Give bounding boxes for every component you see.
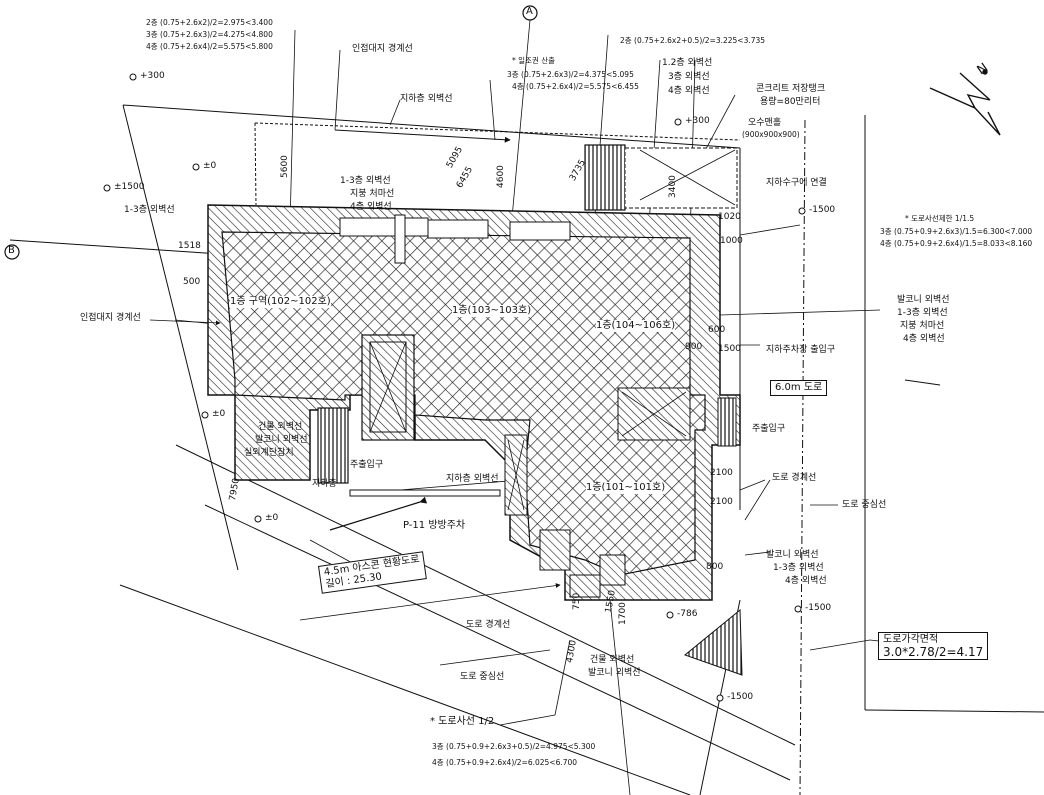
dimension-label: 750	[572, 592, 582, 610]
setback-calc-line: 2층 (0.75+2.6x2)/2=2.975<3.400	[146, 18, 273, 27]
level-label: ±0	[203, 161, 217, 171]
setback-calc-line: 4층 (0.75+2.6x4)/2=5.575<5.800	[146, 42, 273, 51]
basement-pit-label: 지하층	[312, 479, 337, 489]
dimension-label: 1500	[718, 344, 741, 354]
road-setback-title: * 도로사선제한 1/1.5	[905, 214, 975, 223]
wall-label: 지붕 처마선	[900, 321, 945, 331]
adjacent-boundary-label: 인접대지 경계선	[352, 44, 413, 54]
dimension-label: 500	[183, 277, 201, 287]
level-markers	[103, 73, 806, 702]
wall-label: 발코니 외벽선	[255, 435, 308, 445]
parking-p11-label: P-11 방방주차	[403, 520, 466, 531]
road-boundary-label: 도로 경계선	[772, 473, 817, 483]
road-setback-line: 4층 (0.75+0.9+2.6x4)/1.5=8.033<8.160	[880, 239, 1033, 248]
dimension-label: 2100	[710, 468, 733, 478]
dimension-label: 5600	[280, 155, 290, 178]
axis-label-a: A	[526, 6, 533, 17]
north-arrow	[929, 69, 1001, 136]
room-label: 1층(103~103호)	[452, 305, 532, 317]
level-label: +300	[685, 116, 710, 126]
room-label: 1층(101~101호)	[586, 482, 666, 494]
road-setback-line: 3층 (0.75+0.9+2.6x3)/1.5=6.300<7.000	[880, 227, 1033, 236]
level-label: -1500	[727, 692, 754, 702]
dimension-label: 1518	[178, 241, 201, 251]
dimension-label: 800	[706, 562, 724, 572]
dimension-label: 4600	[496, 165, 506, 188]
wall-label: 발코니 외벽선	[588, 668, 641, 678]
road-boundary-label: 도로 경계선	[466, 620, 511, 630]
dimension-label: 1700	[618, 602, 628, 625]
axis-markers	[4, 5, 538, 260]
adjacent-boundary-label: 인접대지 경계선	[80, 313, 141, 323]
wall-label: 4층 외벽선	[350, 202, 392, 212]
level-label: -1500	[805, 603, 832, 613]
corner-area-box: 도로가각면적 3.0*2.78/2=4.17	[878, 632, 989, 660]
road-setback-title: * 도로사선 1/2	[430, 716, 495, 727]
corner-area-title: 도로가각면적	[883, 634, 939, 645]
main-entry-label: 주출입구	[752, 424, 786, 434]
sunlight-calc-title: * 일조권 산출	[512, 56, 556, 65]
wall-label: 지하층 외벽선	[400, 94, 453, 104]
road-setback-line: 3층 (0.75+0.9+2.6x3+0.5)/2=4.975<5.300	[432, 742, 596, 751]
room-label: 1층(104~106호)	[596, 320, 676, 332]
wall-label: 발코니 외벽선	[897, 295, 950, 305]
concrete-tank-capacity: 용량=80만리터	[760, 97, 821, 107]
concrete-tank-label: 콘크리트 저장탱크	[756, 84, 826, 94]
level-label: -786	[677, 609, 698, 619]
sunlight-calc-line: 4층 (0.75+2.6x4)/2=5.575<6.455	[512, 82, 639, 91]
pipe-connect-label: 지하수구에 연결	[766, 178, 827, 188]
road-setback-line: 4층 (0.75+0.9+2.6x4)/2=6.025<6.700	[432, 758, 578, 767]
level-label: ±1500	[114, 182, 145, 192]
road-centerline-label: 도로 중심선	[460, 672, 505, 682]
building-outline	[207, 204, 741, 601]
road-centerline-label: 도로 중심선	[842, 500, 887, 510]
room-label: 1층 구역(102~102호)	[230, 296, 331, 308]
setback-calc-line: 3층 (0.75+2.6x3)/2=4.275<4.800	[146, 30, 273, 39]
wall-label: 실외계단참치	[244, 448, 294, 458]
entry-label: 주출입구	[350, 460, 384, 470]
setback-calc-line: 2층 (0.75+2.6x2+0.5)/2=3.225<3.735	[620, 36, 766, 45]
dimension-label: 900	[685, 342, 703, 352]
level-label: -1500	[809, 205, 836, 215]
level-label: ±0	[265, 513, 279, 523]
wall-label: 건물 외벽선	[590, 655, 635, 665]
sewer-manhole-size: (900x900x900)	[742, 130, 800, 139]
level-label: ±0	[212, 409, 226, 419]
concrete-tank-block	[584, 144, 626, 211]
corner-area-value: 3.0*2.78/2=4.17	[883, 645, 984, 659]
wall-label: 1-3층 외벽선	[773, 563, 824, 573]
wall-label: 1-3층 외벽선	[124, 205, 175, 215]
wall-label: 1.2층 외벽선	[662, 58, 713, 68]
wall-label: 건물 외벽선	[258, 422, 303, 432]
road-corner-area-hatch	[683, 608, 743, 676]
wall-label: 1-3층 외벽선	[897, 308, 948, 318]
dimension-label: 3400	[668, 175, 678, 198]
wall-label: 3층 외벽선	[668, 72, 710, 82]
wall-label: 4층 외벽선	[903, 334, 945, 344]
wall-label: 지붕 처마선	[350, 189, 395, 199]
dimension-label: 1000	[720, 236, 743, 246]
dimension-label: 600	[708, 325, 726, 335]
basement-wall-label: 지하층 외벽선	[446, 474, 499, 484]
sunlight-calc-line: 3층 (0.75+2.6x3)/2=4.375<5.095	[507, 70, 634, 79]
dimension-label: 1020	[718, 212, 741, 222]
axis-label-b: B	[8, 245, 15, 256]
wall-label: 4층 외벽선	[785, 576, 827, 586]
basement-entry-label: 지하주차장 출입구	[766, 345, 836, 355]
wall-label: 발코니 외벽선	[766, 550, 819, 560]
wall-label: 1-3층 외벽선	[340, 176, 391, 186]
road-6m-label: 6.0m 도로	[770, 380, 828, 396]
sewer-manhole-label: 오수맨홀	[748, 118, 782, 128]
dimension-label: 2100	[710, 497, 733, 507]
level-label: +300	[140, 71, 165, 81]
wall-label: 4층 외벽선	[668, 86, 710, 96]
